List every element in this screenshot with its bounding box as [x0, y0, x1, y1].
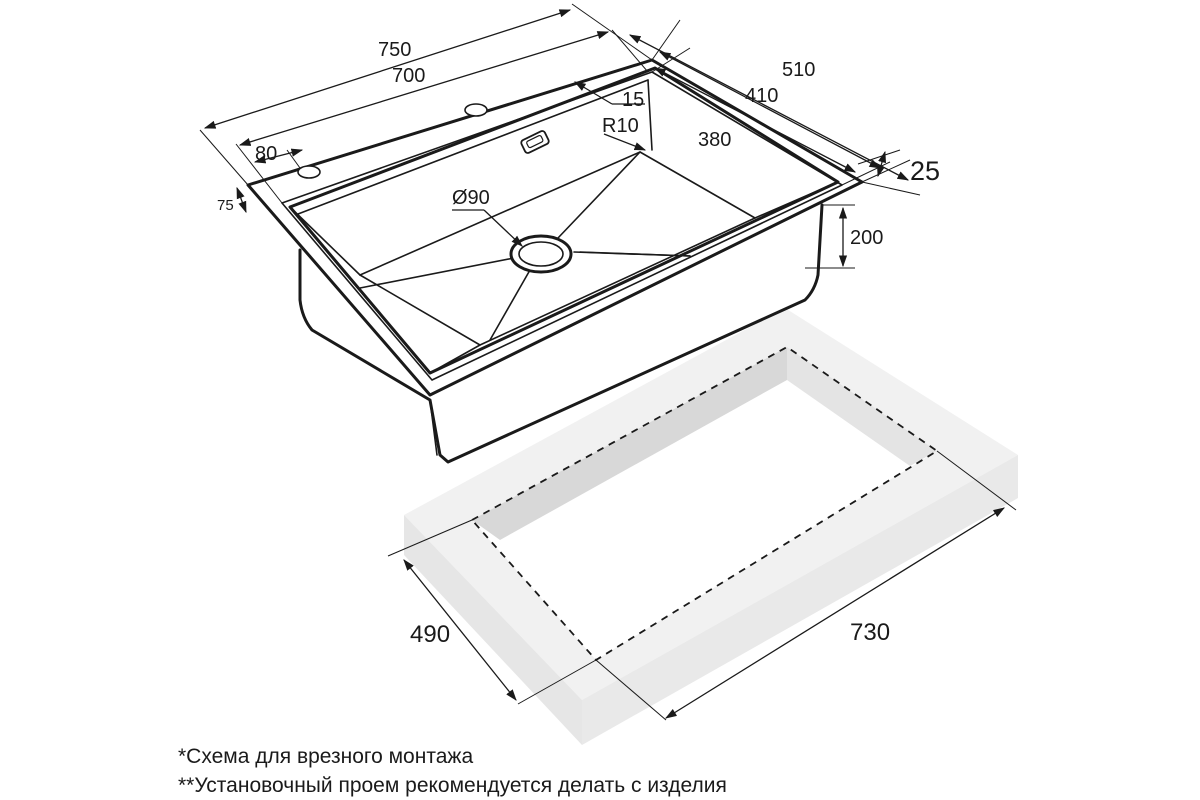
- footnote-mounting-scheme: *Схема для врезного монтажа: [178, 745, 474, 768]
- label-drain-diameter: Ø90: [452, 187, 490, 209]
- label-75: 75: [217, 197, 234, 214]
- label-15: 15: [622, 89, 644, 111]
- label-490: 490: [410, 621, 450, 648]
- countertop: [404, 308, 1018, 745]
- countertop-cutout-inner-right: [787, 347, 937, 466]
- label-r10: R10: [602, 115, 639, 137]
- cutout-dimensions: [387, 450, 1017, 721]
- label-200: 200: [850, 227, 883, 249]
- sink-body-outline: [298, 203, 824, 464]
- label-510: 510: [782, 59, 815, 81]
- dispenser-hole-icon: [297, 165, 321, 179]
- countertop-side-front: [582, 455, 1018, 745]
- sink-dimensions: [199, 3, 921, 269]
- label-700: 700: [392, 65, 425, 87]
- label-410: 410: [745, 85, 778, 107]
- label-25: 25: [910, 156, 940, 186]
- faucet-hole-icon: [464, 103, 488, 117]
- footnote-cutout-recommendation: **Установочный проем рекомендуется делат…: [178, 774, 727, 797]
- label-750: 750: [378, 39, 411, 61]
- label-380: 380: [698, 129, 731, 151]
- countertop-cutout-inner-left: [472, 347, 787, 540]
- cutout-outline-dashed: [470, 345, 939, 662]
- sink: [246, 58, 864, 464]
- dimension-labels: 750 700 510 410 380 15 R10 80 75 25 200 …: [217, 39, 940, 648]
- drain-slope-lines: [359, 151, 691, 341]
- footnotes: *Схема для врезного монтажа **Установочн…: [178, 742, 727, 800]
- overflow-icon: [520, 130, 550, 154]
- label-80: 80: [255, 143, 277, 165]
- label-730: 730: [850, 619, 890, 646]
